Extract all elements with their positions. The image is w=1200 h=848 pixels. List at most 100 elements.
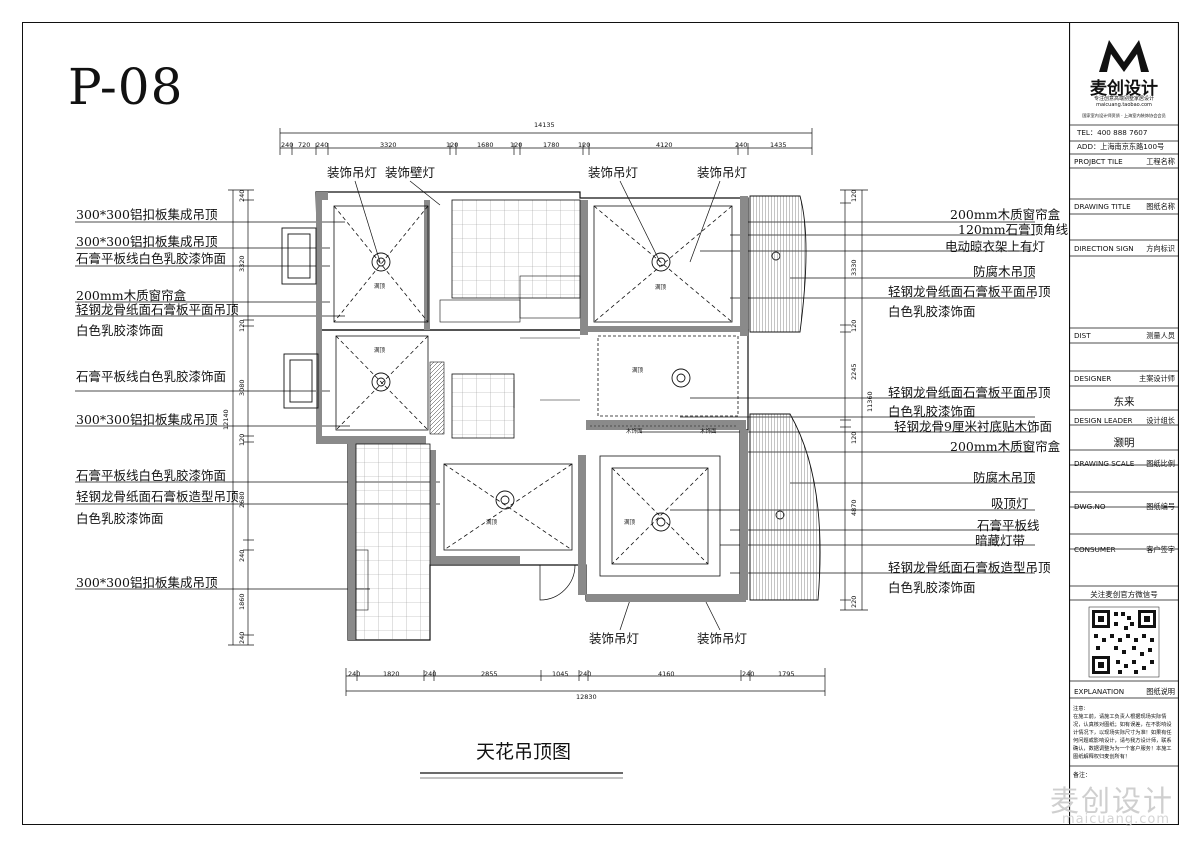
right-dim: 3330 [850, 259, 858, 276]
bottom-dim: 1045 [552, 670, 569, 678]
ceiling-panels [333, 205, 739, 577]
right-dim: 2245 [850, 363, 858, 380]
top-dim: 720 [298, 141, 311, 149]
bottom-dim: 2855 [481, 670, 498, 678]
right-label: 轻钢龙骨纸面石膏板平面吊顶 [888, 284, 1051, 299]
lamp-label: 装饰吊灯 [588, 165, 639, 180]
left-label: 轻钢龙骨纸面石膏板平面吊顶 [76, 302, 239, 317]
left-total-dim: 12140 [222, 409, 230, 430]
room-tag: 满顶 [374, 284, 386, 290]
top-dim: 3320 [380, 141, 397, 149]
right-dim: 120 [850, 431, 858, 444]
room-tag: 满顶 [624, 520, 636, 526]
room-tag: 木饰面 [700, 429, 717, 435]
left-label: 300*300铝扣板集成吊顶 [76, 575, 218, 590]
bottom-dimension-lines [345, 668, 826, 696]
top-dim: 4120 [656, 141, 673, 149]
notes-block: 注意： 在施工前，请施工负责人根据现场实际情况，认真核对图纸；如有误差，在不影响… [1073, 705, 1175, 761]
right-label: 白色乳胶漆饰面 [888, 580, 976, 595]
right-label: 白色乳胶漆饰面 [888, 404, 976, 419]
balcony-bottom [749, 413, 821, 601]
notes-head: 注意： [1073, 706, 1089, 712]
lamp-label: 装饰壁灯 [385, 165, 436, 180]
lamp-symbols [371, 251, 785, 532]
logo-text: 麦创设计 [1090, 79, 1158, 99]
left-label: 300*300铝扣板集成吊顶 [76, 207, 218, 222]
balcony-top [749, 195, 807, 333]
qr-code-icon [1088, 606, 1160, 678]
door-swing [513, 380, 576, 601]
lamp-label: 装饰吊灯 [697, 631, 748, 646]
top-dim: 120 [578, 141, 591, 149]
right-dimension-lines [840, 189, 868, 611]
page-number: P-08 [68, 58, 184, 116]
top-total-dim: 14135 [534, 121, 555, 129]
room-tag: 满顶 [632, 368, 644, 374]
drawing-title: 天花吊顶图 [476, 741, 572, 763]
right-label: 石膏平板线 [977, 518, 1040, 533]
top-dim: 240 [316, 141, 329, 149]
notes-body: 在施工前，请施工负责人根据现场实际情况，认真核对图纸；如有误差，在不影响设计情况… [1073, 714, 1172, 760]
right-label: 120mm石膏顶角线 [958, 222, 1069, 237]
bottom-dim: 4160 [658, 670, 675, 678]
right-label: 防腐木吊顶 [973, 264, 1036, 279]
bottom-dim: 240 [348, 670, 361, 678]
bottom-dim: 240 [579, 670, 592, 678]
right-label: 白色乳胶漆饰面 [888, 304, 976, 319]
lamp-label: 装饰吊灯 [697, 165, 748, 180]
left-dim: 240 [238, 189, 246, 202]
title-block-grid [1069, 22, 1179, 825]
left-dim: 1860 [238, 593, 246, 610]
top-dim: 120 [446, 141, 459, 149]
right-label: 200mm木质窗帘盒 [950, 439, 1061, 454]
room-tag: 满顶 [486, 520, 498, 526]
logo-url: maicuang.taobao.com [1096, 102, 1152, 108]
wall-fill [316, 192, 748, 640]
top-dimension-lines [279, 128, 813, 155]
top-dim: 1680 [477, 141, 494, 149]
left-label: 300*300铝扣板集成吊顶 [76, 412, 218, 427]
left-label: 石膏平板线白色乳胶漆饰面 [76, 369, 227, 384]
ceiling-plan-drawing [75, 128, 1035, 779]
room-tag: 木饰面 [626, 429, 643, 435]
left-dim: 3080 [238, 379, 246, 396]
right-label: 暗藏灯带 [975, 533, 1026, 548]
top-dim: 1435 [770, 141, 787, 149]
right-dim: 120 [850, 319, 858, 332]
top-dim: 1780 [543, 141, 560, 149]
right-label: 轻钢龙骨9厘米衬底贴木饰面 [894, 419, 1052, 434]
top-dim: 120 [510, 141, 523, 149]
left-label: 200mm木质窗帘盒 [76, 288, 187, 303]
watermark: 麦创设计 [1049, 784, 1174, 818]
right-total-dim: 11360 [866, 391, 874, 412]
left-label: 轻钢龙骨纸面石膏板造型吊顶 [76, 489, 239, 504]
left-label: 白色乳胶漆饰面 [76, 511, 164, 526]
lamp-leaders [354, 180, 721, 631]
right-label: 轻钢龙骨纸面石膏板平面吊顶 [888, 385, 1051, 400]
right-label: 防腐木吊顶 [973, 470, 1036, 485]
bottom-dim: 1795 [778, 670, 795, 678]
right-dim: 120 [850, 189, 858, 202]
room-tag: 满顶 [374, 348, 386, 354]
top-dim: 240 [281, 141, 294, 149]
bottom-dim: 1820 [383, 670, 400, 678]
bottom-dim: 240 [742, 670, 755, 678]
logo-sub: 专注创意高端别墅家居设计 [1093, 96, 1154, 102]
lamp-label: 装饰吊灯 [589, 631, 640, 646]
left-dim: 120 [238, 433, 246, 446]
left-label: 石膏平板线白色乳胶漆饰面 [76, 468, 227, 483]
right-dim: 4870 [850, 499, 858, 516]
watermark-url: maicuang.com [1062, 812, 1170, 827]
left-dim: 240 [238, 631, 246, 644]
logo-cert: 国家室内设计师资质 · 上海室内装饰协会会员 [1082, 113, 1166, 118]
right-label: 吸顶灯 [991, 496, 1029, 511]
right-label: 200mm木质窗帘盒 [950, 207, 1061, 222]
lamp-label: 装饰吊灯 [327, 165, 378, 180]
right-label: 轻钢龙骨纸面石膏板造型吊顶 [888, 560, 1051, 575]
left-label: 300*300铝扣板集成吊顶 [76, 234, 218, 249]
left-label: 石膏平板线白色乳胶漆饰面 [76, 251, 227, 266]
room-tag: 满顶 [655, 285, 667, 291]
left-dim: 120 [238, 319, 246, 332]
logo-icon [1099, 40, 1149, 72]
remark-label: 备注： [1073, 772, 1092, 779]
